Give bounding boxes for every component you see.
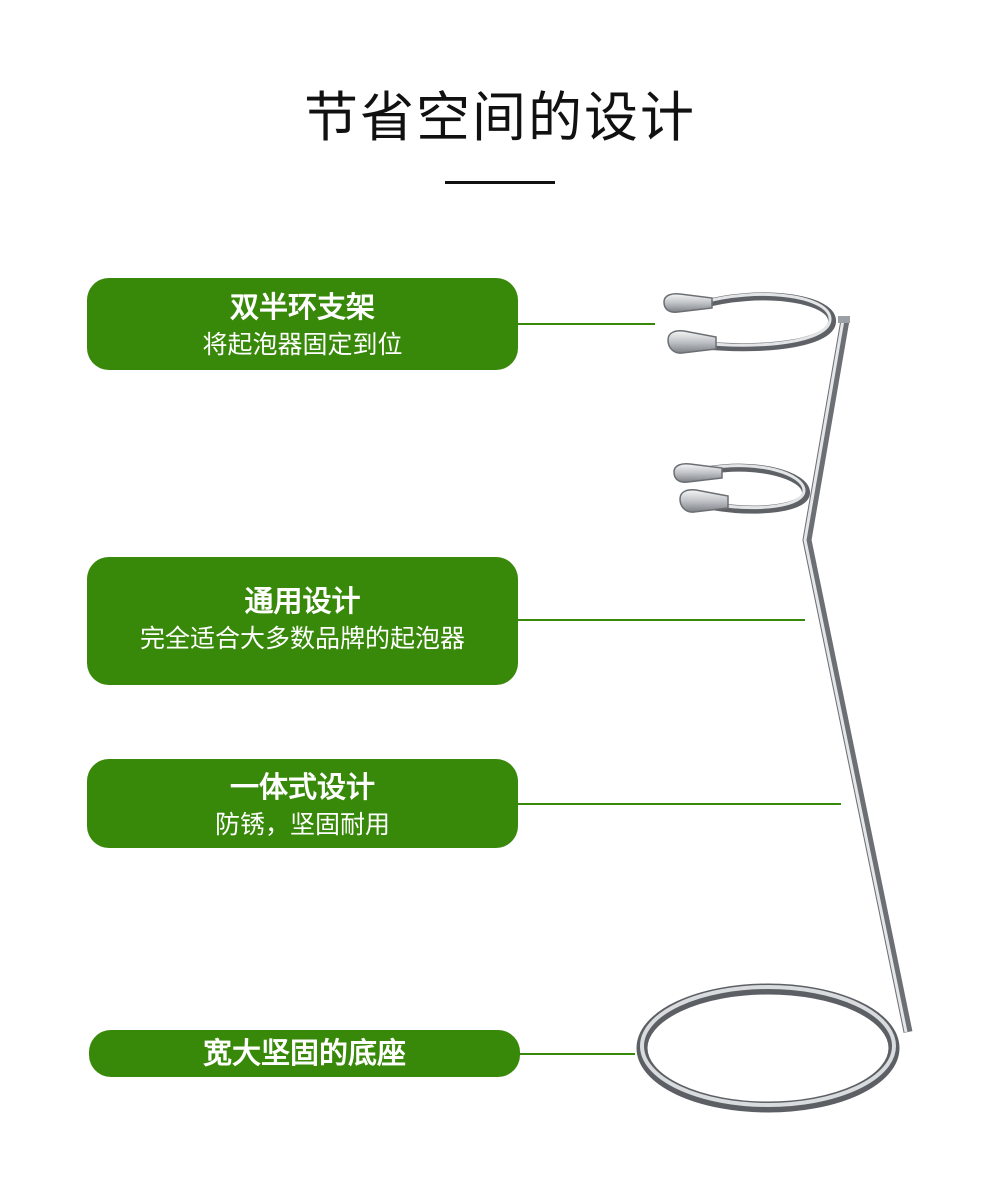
title-underline bbox=[445, 181, 555, 184]
feature-heading: 一体式设计 bbox=[229, 770, 375, 804]
stand-post-highlight bbox=[803, 319, 908, 1033]
feature-badge-one-piece: 一体式设计 防锈，坚固耐用 bbox=[87, 759, 518, 848]
feature-badge-double-ring: 双半环支架 将起泡器固定到位 bbox=[87, 278, 518, 370]
post-top-cap bbox=[838, 316, 850, 323]
connector-line bbox=[518, 1053, 635, 1055]
lower-ring-tip-top bbox=[673, 463, 723, 483]
base-ring-highlight bbox=[640, 985, 896, 1107]
upper-ring bbox=[698, 292, 836, 352]
feature-heading: 通用设计 bbox=[244, 584, 361, 618]
feature-heading: 双半环支架 bbox=[229, 290, 375, 324]
upper-ring-tip-bottom bbox=[667, 330, 717, 354]
feature-description: 防锈，坚固耐用 bbox=[214, 810, 390, 839]
lower-ring bbox=[709, 463, 810, 514]
lower-ring-tip-bottom bbox=[679, 489, 729, 513]
stand-post bbox=[802, 319, 913, 1033]
connector-line bbox=[518, 323, 655, 325]
feature-heading: 宽大坚固的底座 bbox=[202, 1036, 406, 1070]
feature-description: 完全适合大多数品牌的起泡器 bbox=[139, 624, 465, 653]
upper-ring-tip-top bbox=[663, 293, 713, 313]
lower-ring-highlight bbox=[709, 464, 806, 510]
feature-badge-universal: 通用设计 完全适合大多数品牌的起泡器 bbox=[87, 557, 518, 685]
page-title: 节省空间的设计 bbox=[304, 86, 696, 149]
upper-ring-highlight bbox=[699, 293, 832, 347]
connector-line bbox=[518, 803, 841, 805]
feature-badge-base: 宽大坚固的底座 bbox=[89, 1030, 520, 1077]
connector-line bbox=[518, 619, 805, 621]
feature-description: 将起泡器固定到位 bbox=[202, 330, 403, 359]
